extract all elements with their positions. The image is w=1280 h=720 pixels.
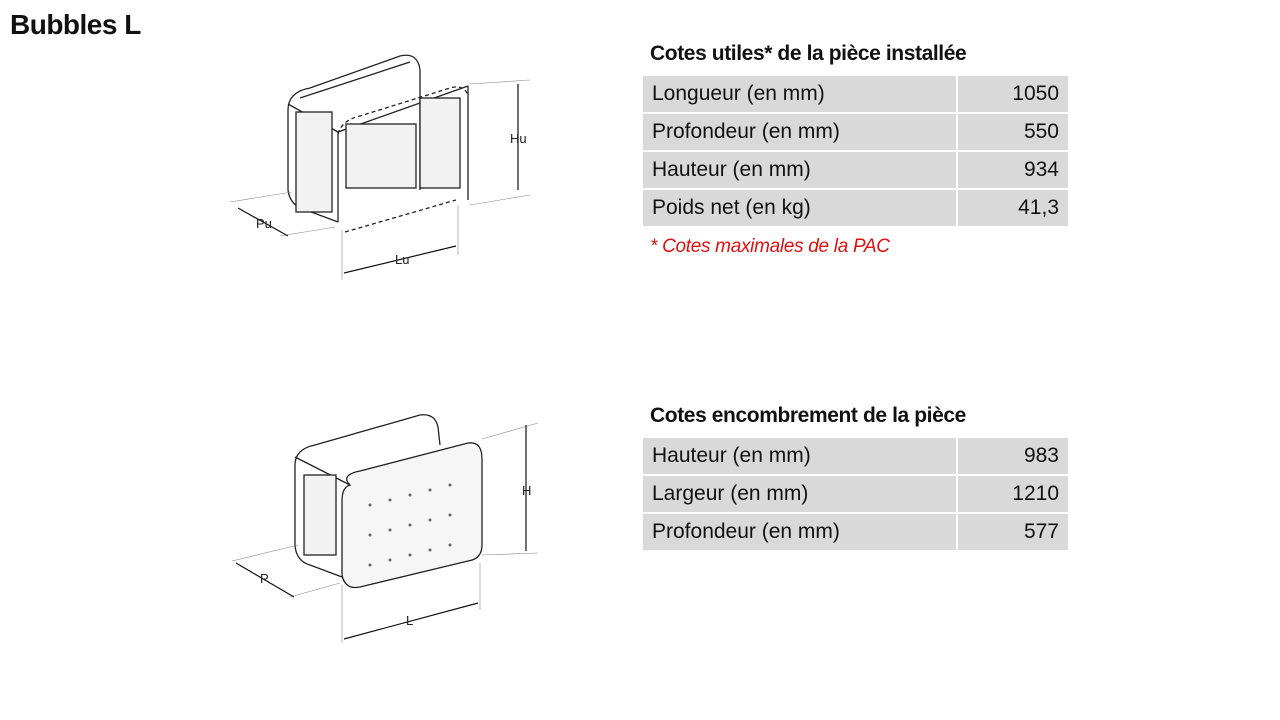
length-label: L	[406, 613, 413, 628]
table-row: Hauteur (en mm)983	[641, 438, 1070, 476]
usable-dimensions-diagram: Hu Pu Lu	[229, 54, 531, 280]
table-row: Profondeur (en mm)577	[641, 512, 1070, 552]
overall-dimensions-heading: Cotes encombrement de la pièce	[650, 404, 966, 427]
table-row: Profondeur (en mm)550	[641, 112, 1070, 152]
table-row: Hauteur (en mm)934	[641, 150, 1070, 190]
overall-dimensions-diagram: H P L	[231, 414, 539, 643]
table-row: Longueur (en mm)1050	[641, 76, 1070, 114]
table-row: Poids net (en kg)41,3	[641, 188, 1070, 228]
depth-label: P	[260, 571, 269, 586]
height-label: Hu	[510, 131, 527, 146]
overall-dimensions-table: Hauteur (en mm)983 Largeur (en mm)1210 P…	[641, 438, 1070, 552]
usable-dimensions-table: Longueur (en mm)1050 Profondeur (en mm)5…	[641, 76, 1070, 228]
height-label: H	[522, 483, 531, 498]
table-row: Largeur (en mm)1210	[641, 474, 1070, 514]
usable-dimensions-heading: Cotes utiles* de la pièce installée	[650, 42, 967, 65]
footnote: * Cotes maximales de la PAC	[650, 236, 890, 257]
page-title: Bubbles L	[10, 9, 141, 40]
length-label: Lu	[395, 252, 409, 267]
depth-label: Pu	[256, 216, 272, 231]
